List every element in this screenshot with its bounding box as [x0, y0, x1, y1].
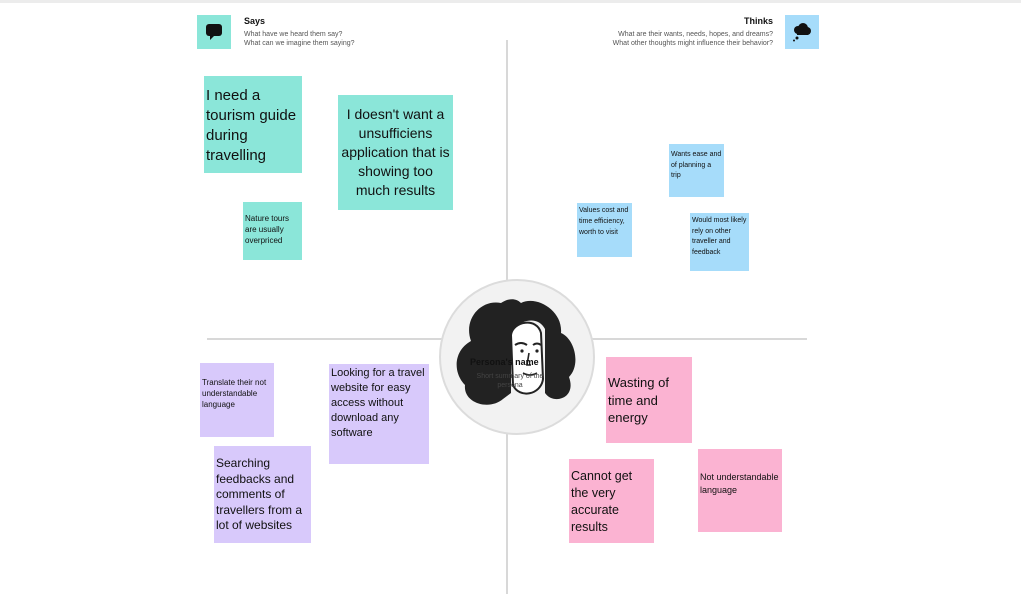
says-subtitle-2: What can we imagine them saying?	[244, 40, 355, 47]
sticky-note-does-1[interactable]: Translate their not understandable langu…	[200, 363, 274, 437]
thinks-title: Thinks	[743, 16, 773, 26]
sticky-note-says-3[interactable]: Nature tours are usually overpriced	[243, 202, 302, 260]
says-subtitle-1: What have we heard them say?	[244, 31, 343, 38]
thinks-subtitle-2: What other thoughts might influence thei…	[612, 40, 773, 47]
top-bar	[0, 0, 1021, 3]
sticky-note-thinks-1[interactable]: Wants ease and of planning a trip	[669, 144, 724, 197]
persona-avatar	[439, 279, 595, 435]
thought-cloud-icon	[785, 15, 819, 49]
thinks-subtitle-1: What are their wants, needs, hopes, and …	[618, 31, 773, 38]
sticky-note-says-1[interactable]: I need a tourism guide during travelling	[204, 76, 302, 173]
sticky-note-feels-3[interactable]: Not understandable language	[698, 449, 782, 532]
speech-bubble-icon	[197, 15, 231, 49]
sticky-note-says-2[interactable]: I doesn't want a unsufficiens applicatio…	[338, 95, 453, 210]
persona-summary[interactable]: Short summary of the persona	[476, 373, 544, 389]
sticky-note-does-3[interactable]: Searching feedbacks and comments of trav…	[214, 446, 311, 543]
sticky-note-does-2[interactable]: Looking for a travel website for easy ac…	[329, 364, 429, 464]
sticky-note-feels-1[interactable]: Wasting of time and energy	[606, 357, 692, 443]
sticky-note-feels-2[interactable]: Cannot get the very accurate results	[569, 459, 654, 543]
sticky-note-thinks-3[interactable]: Would most likely rely on other travelle…	[690, 213, 749, 271]
sticky-note-thinks-2[interactable]: Values cost and time efficiency, worth t…	[577, 203, 632, 257]
persona-illustration	[456, 299, 576, 405]
persona-name[interactable]: Persona's name	[470, 357, 539, 367]
says-title: Says	[244, 16, 266, 26]
